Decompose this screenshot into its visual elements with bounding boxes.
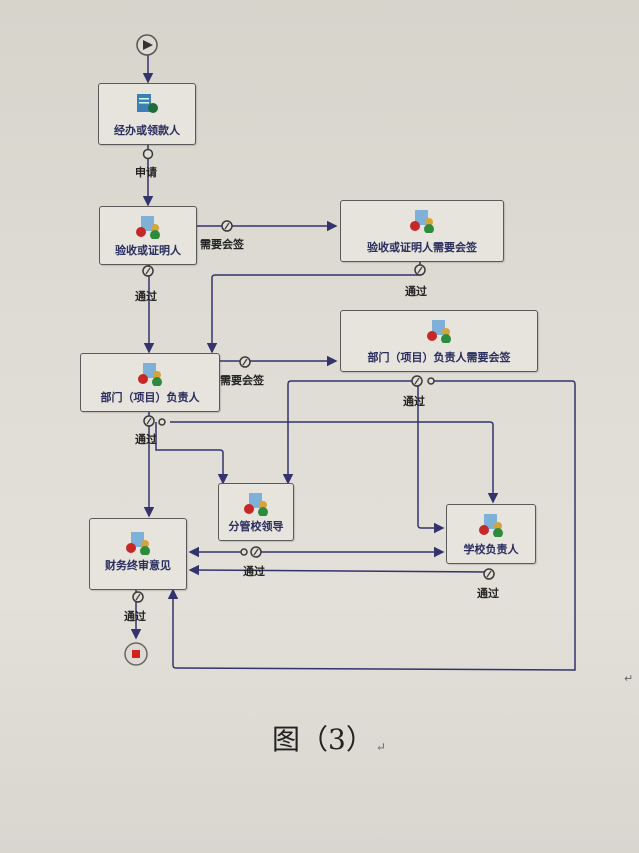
play-icon <box>143 40 153 50</box>
node-label: 部门（项目）负责人 <box>100 391 200 404</box>
node-verifier-cosign[interactable]: 验收或证明人需要会签 <box>340 200 504 262</box>
node-verifier[interactable]: 验收或证明人 <box>99 206 197 265</box>
approval-user-icon <box>138 363 162 386</box>
node-label: 财务终审意见 <box>105 559 171 572</box>
edge-dept-vice <box>155 422 229 485</box>
node-label: 学校负责人 <box>463 543 519 556</box>
edge-vcosign-dept <box>206 262 421 354</box>
approval-user-icon <box>244 493 268 516</box>
node-dept-head[interactable]: 部门（项目）负责人 <box>80 353 220 412</box>
approval-user-icon <box>479 514 503 537</box>
edge-label-pass: 通过 <box>124 610 146 623</box>
edge-dcosign-school <box>417 381 445 534</box>
node-label: 经办或领款人 <box>114 124 180 137</box>
node-dept-head-cosign[interactable]: 部门（项目）负责人需要会签 <box>340 310 538 372</box>
edge-dept-school <box>170 421 499 504</box>
edge-label-pass: 通过 <box>135 433 157 446</box>
node-vice-leader[interactable]: 分管校领导 <box>218 483 294 541</box>
edge-label-need-cosign: 需要会签 <box>200 238 244 251</box>
node-label: 分管校领导 <box>228 520 284 533</box>
paragraph-mark: ↵ <box>375 740 386 754</box>
node-label: 验收或证明人 <box>115 244 181 257</box>
approval-user-icon <box>410 210 434 233</box>
edge-dcosign-vice <box>282 380 413 485</box>
edge-dcosign-finance <box>167 380 576 671</box>
caption-text: 图（3） <box>272 723 374 756</box>
figure-caption: 图（3）↵ <box>272 718 386 758</box>
edge-label-apply: 申请 <box>135 166 157 179</box>
approval-user-icon <box>126 532 150 555</box>
edge-label-pass: 通过 <box>243 565 265 578</box>
condition-marker <box>158 418 166 426</box>
node-label: 部门（项目）负责人需要会签 <box>367 351 511 364</box>
edge-label-pass: 通过 <box>135 290 157 303</box>
paragraph-mark: ↵ <box>624 672 634 685</box>
edge-school-finance <box>188 564 490 576</box>
node-label: 验收或证明人需要会签 <box>367 241 477 254</box>
approval-user-icon <box>136 216 160 239</box>
approval-user-icon <box>427 320 451 343</box>
node-handler[interactable]: 经办或领款人 <box>98 83 196 145</box>
condition-marker <box>142 148 154 160</box>
condition-marker <box>240 548 248 556</box>
document-task-icon <box>137 94 158 113</box>
edge-label-pass: 通过 <box>477 587 499 600</box>
edge-label-pass: 通过 <box>405 285 427 298</box>
edge-label-pass: 通过 <box>403 395 425 408</box>
condition-marker <box>427 377 435 385</box>
stop-icon <box>132 650 140 658</box>
edge-label-need-cosign: 需要会签 <box>220 374 264 387</box>
node-finance[interactable]: 财务终审意见 <box>89 518 187 590</box>
node-school-head[interactable]: 学校负责人 <box>446 504 536 564</box>
